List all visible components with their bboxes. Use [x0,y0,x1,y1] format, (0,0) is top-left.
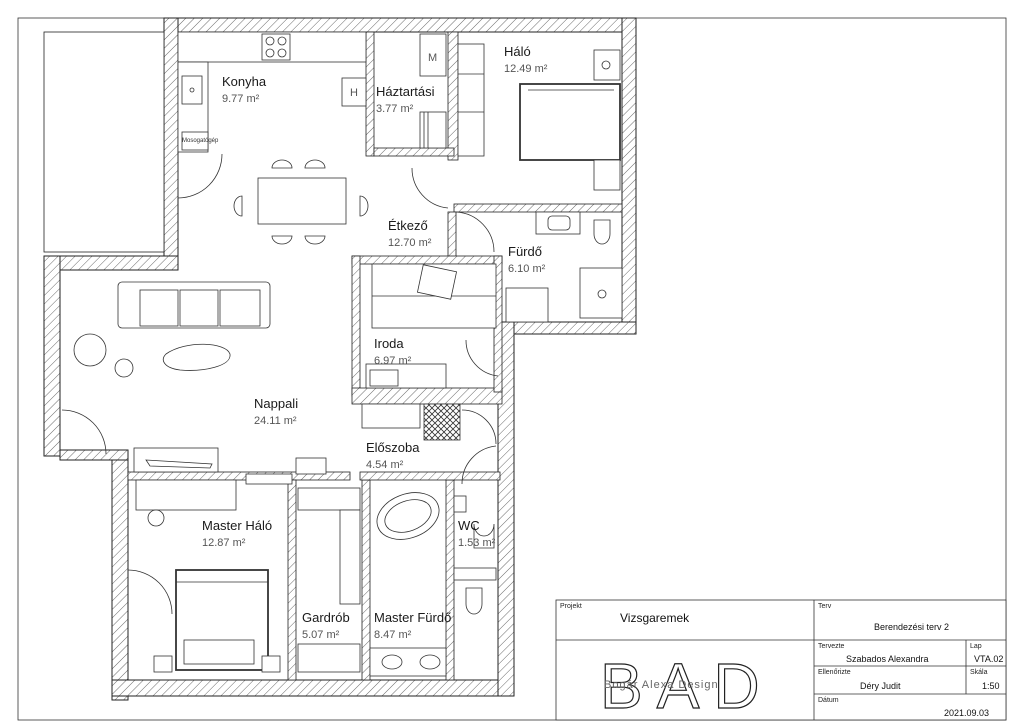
wc-furniture [453,495,497,581]
hallway-furniture [361,403,497,485]
washer-label: M [428,52,437,64]
room-name-konyha: Konyha [222,74,267,89]
tb-terv-label: Terv [818,603,832,610]
title-block [555,599,1007,721]
tb-skala-value: 1:50 [982,681,1000,691]
room-area-iroda: 6.97 m² [374,355,412,367]
office-chair [416,264,458,300]
room-name-gardrob: Gardrób [302,610,350,625]
room-area-haztartasi: 3.77 m² [376,103,414,115]
tb-skala-label: Skála [970,669,988,676]
room-name-haztartasi: Háztartási [376,84,435,99]
courtyard [43,31,165,253]
room-area-eloszoba: 4.54 m² [366,459,404,471]
room-area-halo: 12.49 m² [504,63,548,75]
room-area-furdo: 6.10 m² [508,263,546,275]
room-name-wc: WC [458,518,480,533]
room-name-etkezo: Étkező [388,218,428,233]
room-area-gardrob: 5.07 m² [302,629,340,641]
tb-datum-label: Dátum [818,697,839,704]
tb-ellenorizte-value: Déry Judit [860,681,901,691]
washer-icon [419,33,447,77]
room-name-iroda: Iroda [374,336,404,351]
fridge-label: H [350,87,358,99]
office-furniture [365,263,499,389]
wardrobe-furniture [297,487,361,673]
room-area-master-furdo: 8.47 m² [374,629,412,641]
logo-subtitle: Bogár Alexa Design [604,679,719,691]
fridge-icon [341,77,367,107]
bathroom-furniture [505,211,623,323]
room-area-etkezo: 12.70 m² [388,237,432,249]
tb-ellenorizte-label: Ellenőrizte [818,669,851,676]
kitchen-furniture [177,31,495,253]
tb-projekt-label: Projekt [560,603,582,610]
tb-tervezte-value: Szabados Alexandra [846,654,929,664]
room-area-wc: 1.53 m² [458,537,496,549]
stove-icon [261,33,291,61]
room-name-nappali: Nappali [254,396,298,411]
tb-terv-value: Berendezési terv 2 [874,622,949,632]
interior-walls [127,31,623,681]
master-bedroom-furniture [127,479,281,673]
toilet [593,219,611,245]
living-furniture [61,281,327,485]
room-name-eloszoba: Előszoba [366,440,420,455]
office-sink [369,369,399,387]
room-name-master-furdo: Master Fürdő [374,610,451,625]
tb-projekt-value: Vizsgaremek [620,611,690,625]
master-bath-furniture [369,492,483,677]
shower [579,267,623,319]
tb-lap-label: Lap [970,643,982,650]
room-name-halo: Háló [504,44,531,59]
utility-furniture [419,33,485,157]
tb-lap-value: VTA.02 [974,654,1003,664]
dining-table [257,177,347,225]
tb-tervezte-label: Tervezte [818,643,845,650]
dishwasher-label: Mosogatógép [182,138,219,144]
room-area-nappali: 24.11 m² [254,415,297,427]
room-area-master-halo: 12.87 m² [202,537,246,549]
coffee-table [163,343,231,371]
bedroom-furniture [519,49,621,191]
room-area-konyha: 9.77 m² [222,93,260,105]
bed [519,83,621,161]
tb-datum-value: 2021.09.03 [944,708,989,718]
doormat [423,403,461,441]
exterior-walls [43,17,637,701]
room-name-master-halo: Master Háló [202,518,272,533]
logo-letters: BAD [600,650,774,722]
room-name-furdo: Fürdő [508,244,542,259]
armchair [73,333,107,367]
